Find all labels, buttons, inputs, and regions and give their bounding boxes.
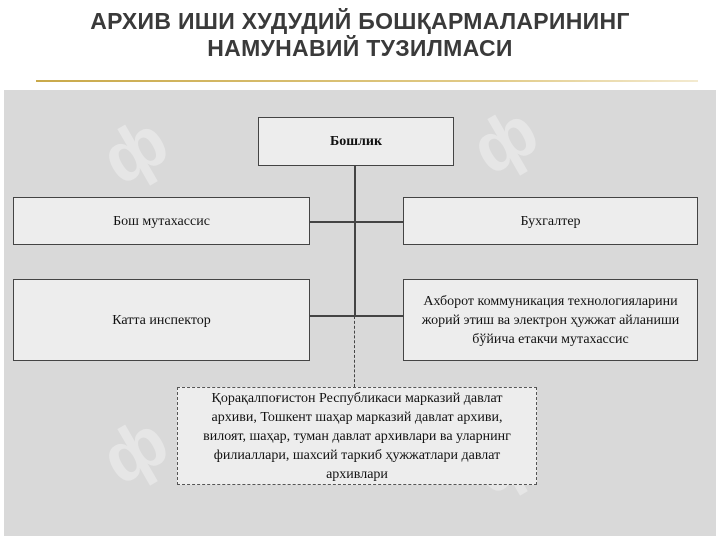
head-trunk-line <box>354 165 356 316</box>
org-box-state-archives: Қорақалпоғистон Республикаси марказий да… <box>177 387 537 485</box>
watermark-logo: ф <box>88 100 181 200</box>
org-box-senior-inspector: Катта инспектор <box>13 279 310 361</box>
subordinate-dashed-line <box>354 316 355 387</box>
row2-connector-line <box>309 315 403 317</box>
row1-connector-line <box>309 221 403 223</box>
watermark-logo: ф <box>458 90 551 190</box>
org-chart-panel: ф ф ф ф Бошлик Бош мутахассис Бухгалтер … <box>4 90 716 536</box>
slide-title-line-1: АРХИВ ИШИ ХУДУДИЙ БОШҚАРМАЛАРИНИНГ <box>90 8 630 34</box>
title-divider <box>36 80 698 82</box>
org-box-chief-specialist: Бош мутахассис <box>13 197 310 245</box>
slide-title-line-2: НАМУНАВИЙ ТУЗИЛМАСИ <box>207 35 513 61</box>
slide-title: АРХИВ ИШИ ХУДУДИЙ БОШҚАРМАЛАРИНИНГ НАМУН… <box>0 8 720 62</box>
watermark-logo: ф <box>88 400 181 500</box>
org-box-accountant: Бухгалтер <box>403 197 698 245</box>
org-box-head: Бошлик <box>258 117 454 166</box>
org-box-ict-lead-specialist: Ахборот коммуникация технологияларини жо… <box>403 279 698 361</box>
